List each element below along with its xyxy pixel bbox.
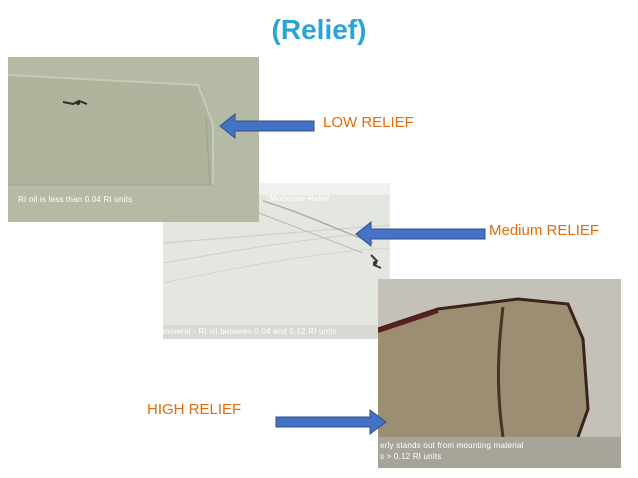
medium-relief-bottom-caption: mineral - RI oil between 0.04 and 0.12 R… (163, 327, 337, 336)
medium-relief-photo: Moderate Relief mineral - RI oil between… (163, 183, 390, 339)
high-relief-arrow (275, 409, 387, 435)
medium-relief-top-caption: Moderate Relief (270, 194, 330, 203)
slide-title: (Relief) (271, 14, 367, 45)
high-relief-caption-line1: erly stands out from mounting material (380, 441, 524, 450)
medium-relief-image (163, 183, 390, 339)
low-relief-arrow (219, 113, 315, 139)
high-relief-photo: erly stands out from mounting material s… (378, 279, 621, 468)
low-relief-photo: RI oil is less than 0.04 RI units (8, 57, 259, 222)
low-relief-caption: RI oil is less than 0.04 RI units (18, 195, 133, 204)
medium-relief-label: Medium RELIEF (489, 222, 600, 239)
low-relief-label: LOW RELIEF (323, 114, 414, 131)
medium-relief-arrow (355, 221, 486, 247)
high-relief-label: HIGH RELIEF (147, 401, 242, 418)
high-relief-caption-line2: s > 0.12 RI units (380, 452, 442, 461)
low-relief-image (8, 57, 259, 222)
high-relief-image (378, 279, 621, 468)
